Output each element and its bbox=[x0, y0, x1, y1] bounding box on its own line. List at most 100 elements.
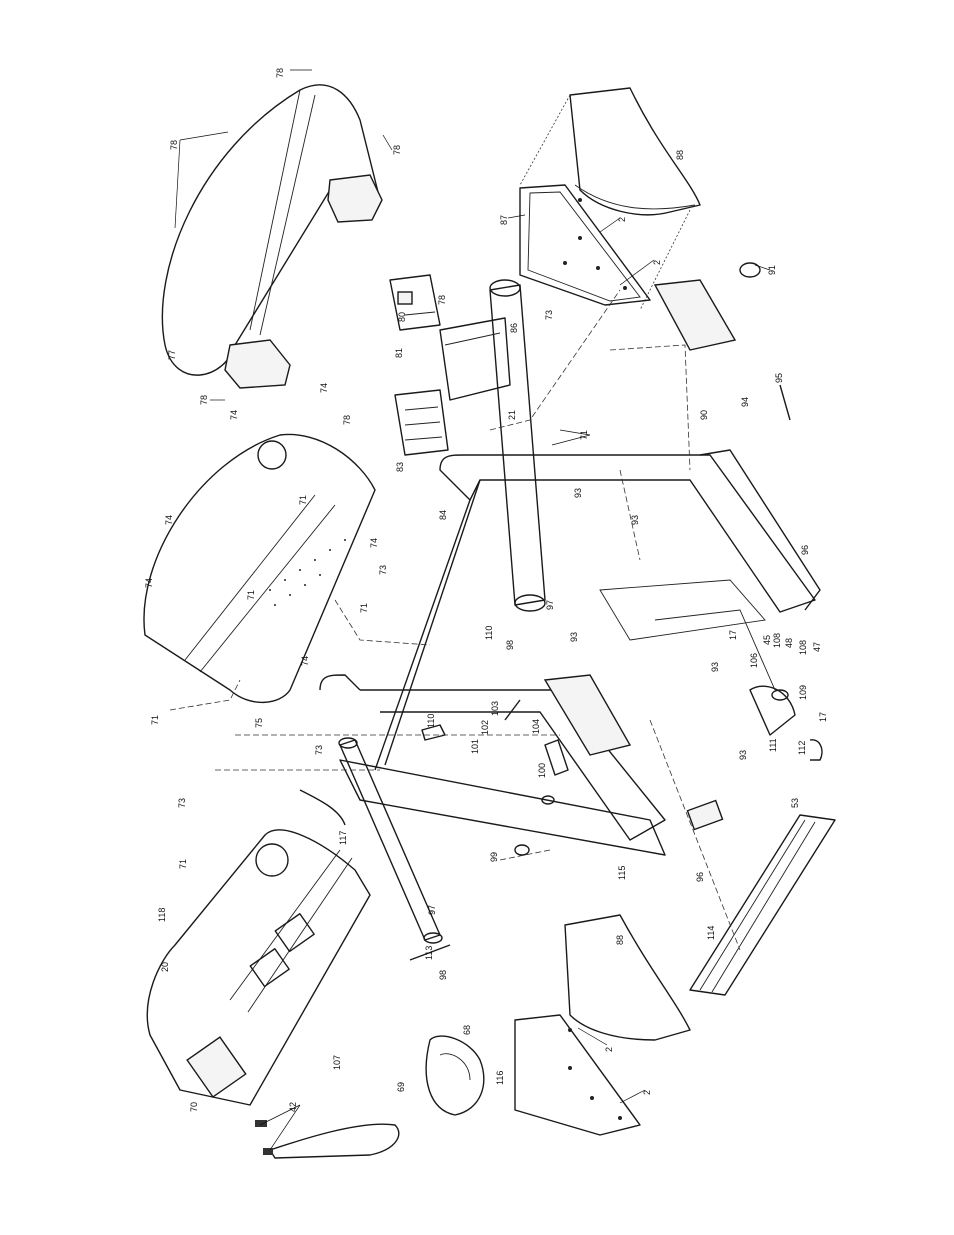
callout-108: 108 bbox=[798, 640, 808, 655]
callout-106: 106 bbox=[749, 653, 759, 668]
callout-77: 77 bbox=[167, 350, 177, 360]
callout-69: 69 bbox=[396, 1082, 406, 1092]
callout-101: 101 bbox=[470, 739, 480, 754]
small-components bbox=[299, 262, 823, 961]
upright-frame bbox=[319, 279, 821, 856]
console bbox=[146, 829, 371, 1106]
callouts: 78 78 78 78 78 78 88 88 87 2 2 2 2 77 80… bbox=[144, 68, 828, 1112]
callout-78: 78 bbox=[437, 295, 447, 305]
callout-71: 71 bbox=[359, 603, 369, 613]
callout-71: 71 bbox=[178, 859, 188, 869]
callout-95: 95 bbox=[774, 373, 784, 383]
callout-109: 109 bbox=[798, 685, 808, 700]
callout-88: 88 bbox=[615, 935, 625, 945]
callout-68: 68 bbox=[462, 1025, 472, 1035]
callout-110: 110 bbox=[426, 714, 436, 728]
callout-111: 111 bbox=[768, 738, 778, 752]
callout-78: 78 bbox=[199, 395, 209, 405]
callout-91: 91 bbox=[767, 265, 777, 275]
vent-holes bbox=[269, 539, 346, 606]
callout-93: 93 bbox=[738, 750, 748, 760]
callout-73: 73 bbox=[544, 310, 554, 320]
controller-board bbox=[389, 274, 441, 331]
callout-21: 21 bbox=[507, 410, 517, 420]
callout-96: 96 bbox=[695, 872, 705, 882]
callout-78: 78 bbox=[342, 415, 352, 425]
callout-113: 113 bbox=[424, 946, 434, 960]
callout-97: 97 bbox=[427, 905, 437, 915]
callout-114: 114 bbox=[706, 926, 716, 940]
callout-93: 93 bbox=[710, 662, 720, 672]
callout-2: 2 bbox=[617, 217, 627, 222]
callout-88: 88 bbox=[675, 150, 685, 160]
callout-102: 102 bbox=[480, 720, 490, 735]
callout-98: 98 bbox=[438, 970, 448, 980]
callout-74: 74 bbox=[369, 538, 379, 548]
callout-103: 103 bbox=[490, 701, 500, 716]
callout-71: 71 bbox=[150, 715, 160, 725]
callout-42: 42 bbox=[288, 1102, 298, 1112]
console-base bbox=[143, 433, 376, 704]
motor-controller-83 bbox=[394, 389, 449, 456]
chest-strap bbox=[425, 1035, 485, 1116]
mounting-plate-86 bbox=[439, 317, 511, 401]
callout-87: 87 bbox=[499, 215, 509, 225]
callout-53: 53 bbox=[790, 798, 800, 808]
callout-104: 104 bbox=[531, 719, 541, 734]
callout-84: 84 bbox=[438, 510, 448, 520]
callout-100: 100 bbox=[537, 763, 547, 778]
callout-47: 47 bbox=[812, 642, 822, 652]
assembly-lines bbox=[169, 289, 741, 951]
callout-2: 2 bbox=[642, 1090, 652, 1095]
callout-45: 45 bbox=[762, 635, 772, 645]
callout-83: 83 bbox=[395, 462, 405, 472]
callout-93: 93 bbox=[569, 632, 579, 642]
callout-118: 118 bbox=[157, 908, 167, 922]
callout-73: 73 bbox=[177, 798, 187, 808]
callout-78: 78 bbox=[275, 68, 285, 78]
callout-97: 97 bbox=[545, 600, 555, 610]
callout-80: 80 bbox=[397, 312, 407, 322]
callout-2: 2 bbox=[604, 1047, 614, 1052]
callout-78: 78 bbox=[169, 140, 179, 150]
callout-110: 110 bbox=[484, 626, 494, 640]
side-platform-left bbox=[564, 914, 691, 1041]
side-bracket-116 bbox=[514, 1014, 641, 1136]
rear-roller bbox=[338, 737, 443, 944]
callout-74: 74 bbox=[144, 578, 154, 588]
callout-71: 71 bbox=[246, 590, 256, 600]
callout-73: 73 bbox=[378, 565, 388, 575]
callout-90: 90 bbox=[699, 410, 709, 420]
callout-73: 73 bbox=[314, 745, 324, 755]
callout-2: 2 bbox=[652, 260, 662, 265]
callout-115: 115 bbox=[617, 866, 627, 880]
callout-99: 99 bbox=[489, 852, 499, 862]
callout-75: 75 bbox=[254, 718, 264, 728]
callout-107: 107 bbox=[332, 1055, 342, 1070]
callout-94: 94 bbox=[740, 397, 750, 407]
callout-71: 71 bbox=[579, 430, 589, 440]
callout-17: 17 bbox=[728, 630, 738, 640]
leader-lines bbox=[174, 69, 771, 1151]
callout-74: 74 bbox=[300, 656, 310, 666]
callout-74: 74 bbox=[319, 383, 329, 393]
callout-70: 70 bbox=[189, 1102, 199, 1112]
callout-17: 17 bbox=[818, 712, 828, 722]
callout-117: 117 bbox=[338, 831, 348, 845]
callout-96: 96 bbox=[800, 545, 810, 555]
callout-74: 74 bbox=[164, 515, 174, 525]
callout-86: 86 bbox=[509, 323, 519, 333]
callout-108: 108 bbox=[772, 633, 782, 648]
side-rail bbox=[689, 814, 836, 996]
callout-93: 93 bbox=[573, 488, 583, 498]
safety-tether bbox=[255, 1120, 400, 1159]
callout-74: 74 bbox=[229, 410, 239, 420]
motor-hood bbox=[161, 84, 383, 389]
callout-78: 78 bbox=[392, 145, 402, 155]
callout-71: 71 bbox=[298, 495, 308, 505]
side-platform-right bbox=[519, 87, 701, 311]
front-roller bbox=[489, 279, 546, 612]
callout-98: 98 bbox=[505, 640, 515, 650]
callout-20: 20 bbox=[160, 962, 170, 972]
